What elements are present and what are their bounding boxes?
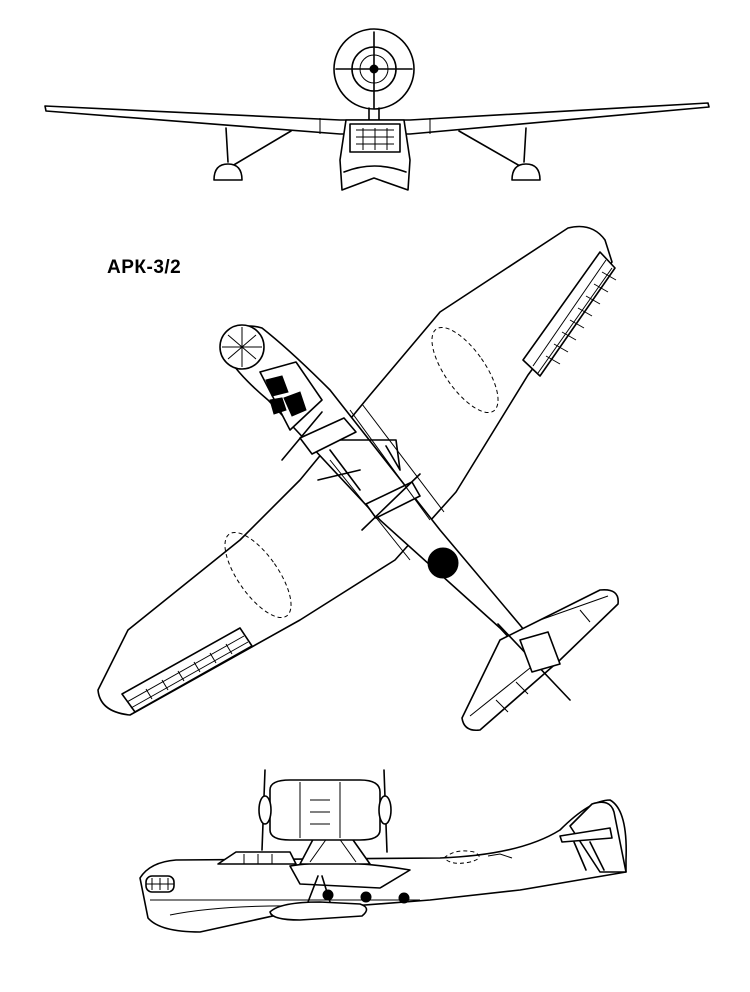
side-engine-nacelle [269,779,381,841]
left-float [213,163,243,181]
side-cockpit [217,851,297,865]
right-float [511,163,541,181]
front-view [44,28,710,191]
left-aileron [121,627,253,713]
side-float [269,901,368,921]
roundel-marking [427,547,459,579]
aircraft-designation-label: АРК-3/2 [107,257,182,278]
side-view [139,769,627,933]
top-view [97,225,619,732]
front-engine-nacelle [299,417,357,455]
